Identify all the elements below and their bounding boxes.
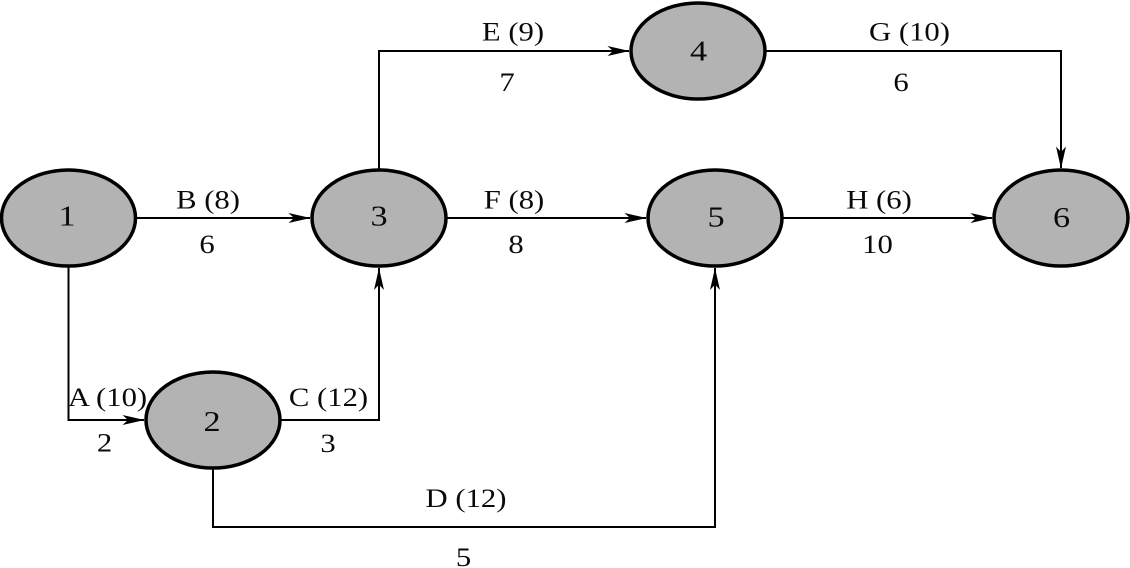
node-4: 4 xyxy=(629,1,767,101)
node-1-label: 1 xyxy=(58,200,75,232)
edge-a-value: 2 xyxy=(97,430,112,458)
edge-h-arrowhead xyxy=(970,213,993,223)
edge-c-arrowhead xyxy=(374,268,384,290)
node-6-label: 6 xyxy=(1053,201,1070,233)
edge-c-value: 3 xyxy=(320,430,335,458)
node-2-label: 2 xyxy=(203,405,220,437)
edge-f: F (8) 8 xyxy=(446,187,647,259)
edge-e-line xyxy=(378,50,629,170)
edge-g: G (10) 6 xyxy=(765,19,1066,169)
edge-d: D (12) 5 xyxy=(212,268,720,568)
edge-a-arrowhead xyxy=(122,415,145,425)
edge-e-value: 7 xyxy=(499,69,514,97)
node-3: 3 xyxy=(310,168,448,268)
nodes: 1 2 3 4 5 6 xyxy=(0,1,1130,470)
edge-e: E (9) 7 xyxy=(378,19,630,170)
node-5-label: 5 xyxy=(707,201,724,233)
node-5: 5 xyxy=(646,168,784,268)
edge-h: H (6) 10 xyxy=(782,187,993,259)
edge-b-label: B (8) xyxy=(176,187,240,215)
edge-a-label: A (10) xyxy=(68,384,147,412)
edge-c: C (12) 3 xyxy=(280,268,384,458)
edge-g-arrowhead xyxy=(1056,146,1066,169)
edge-b: B (8) 6 xyxy=(135,187,311,259)
edge-h-value: 10 xyxy=(862,231,893,259)
edge-d-line xyxy=(212,268,716,528)
node-3-label: 3 xyxy=(370,200,387,232)
node-4-label: 4 xyxy=(690,35,707,67)
edge-e-label: E (9) xyxy=(482,19,544,47)
edge-c-line xyxy=(280,268,380,421)
edge-b-value: 6 xyxy=(199,231,214,259)
node-6-ellipse xyxy=(992,168,1130,268)
edge-f-value: 8 xyxy=(508,231,523,259)
edge-a-line xyxy=(67,266,144,421)
edge-g-label: G (10) xyxy=(869,19,950,47)
edge-b-arrowhead xyxy=(288,213,311,223)
edge-d-label: D (12) xyxy=(426,485,507,513)
edge-d-value: 5 xyxy=(456,544,471,568)
edge-a: A (10) 2 xyxy=(67,266,147,458)
edge-c-label: C (12) xyxy=(289,384,368,412)
node-2: 2 xyxy=(144,370,282,470)
edge-h-label: H (6) xyxy=(846,187,912,215)
edge-f-label: F (8) xyxy=(484,187,544,215)
node-6: 6 xyxy=(992,168,1130,268)
edge-g-value: 6 xyxy=(893,69,908,97)
edge-e-arrowhead xyxy=(607,46,630,56)
edge-g-line xyxy=(765,50,1062,168)
node-1: 1 xyxy=(0,168,138,268)
edge-f-arrowhead xyxy=(624,213,647,223)
edges: A (10) 2 B (8) 6 C (12) 3 D (12) 5 xyxy=(67,19,1066,568)
edge-d-arrowhead xyxy=(710,268,720,290)
